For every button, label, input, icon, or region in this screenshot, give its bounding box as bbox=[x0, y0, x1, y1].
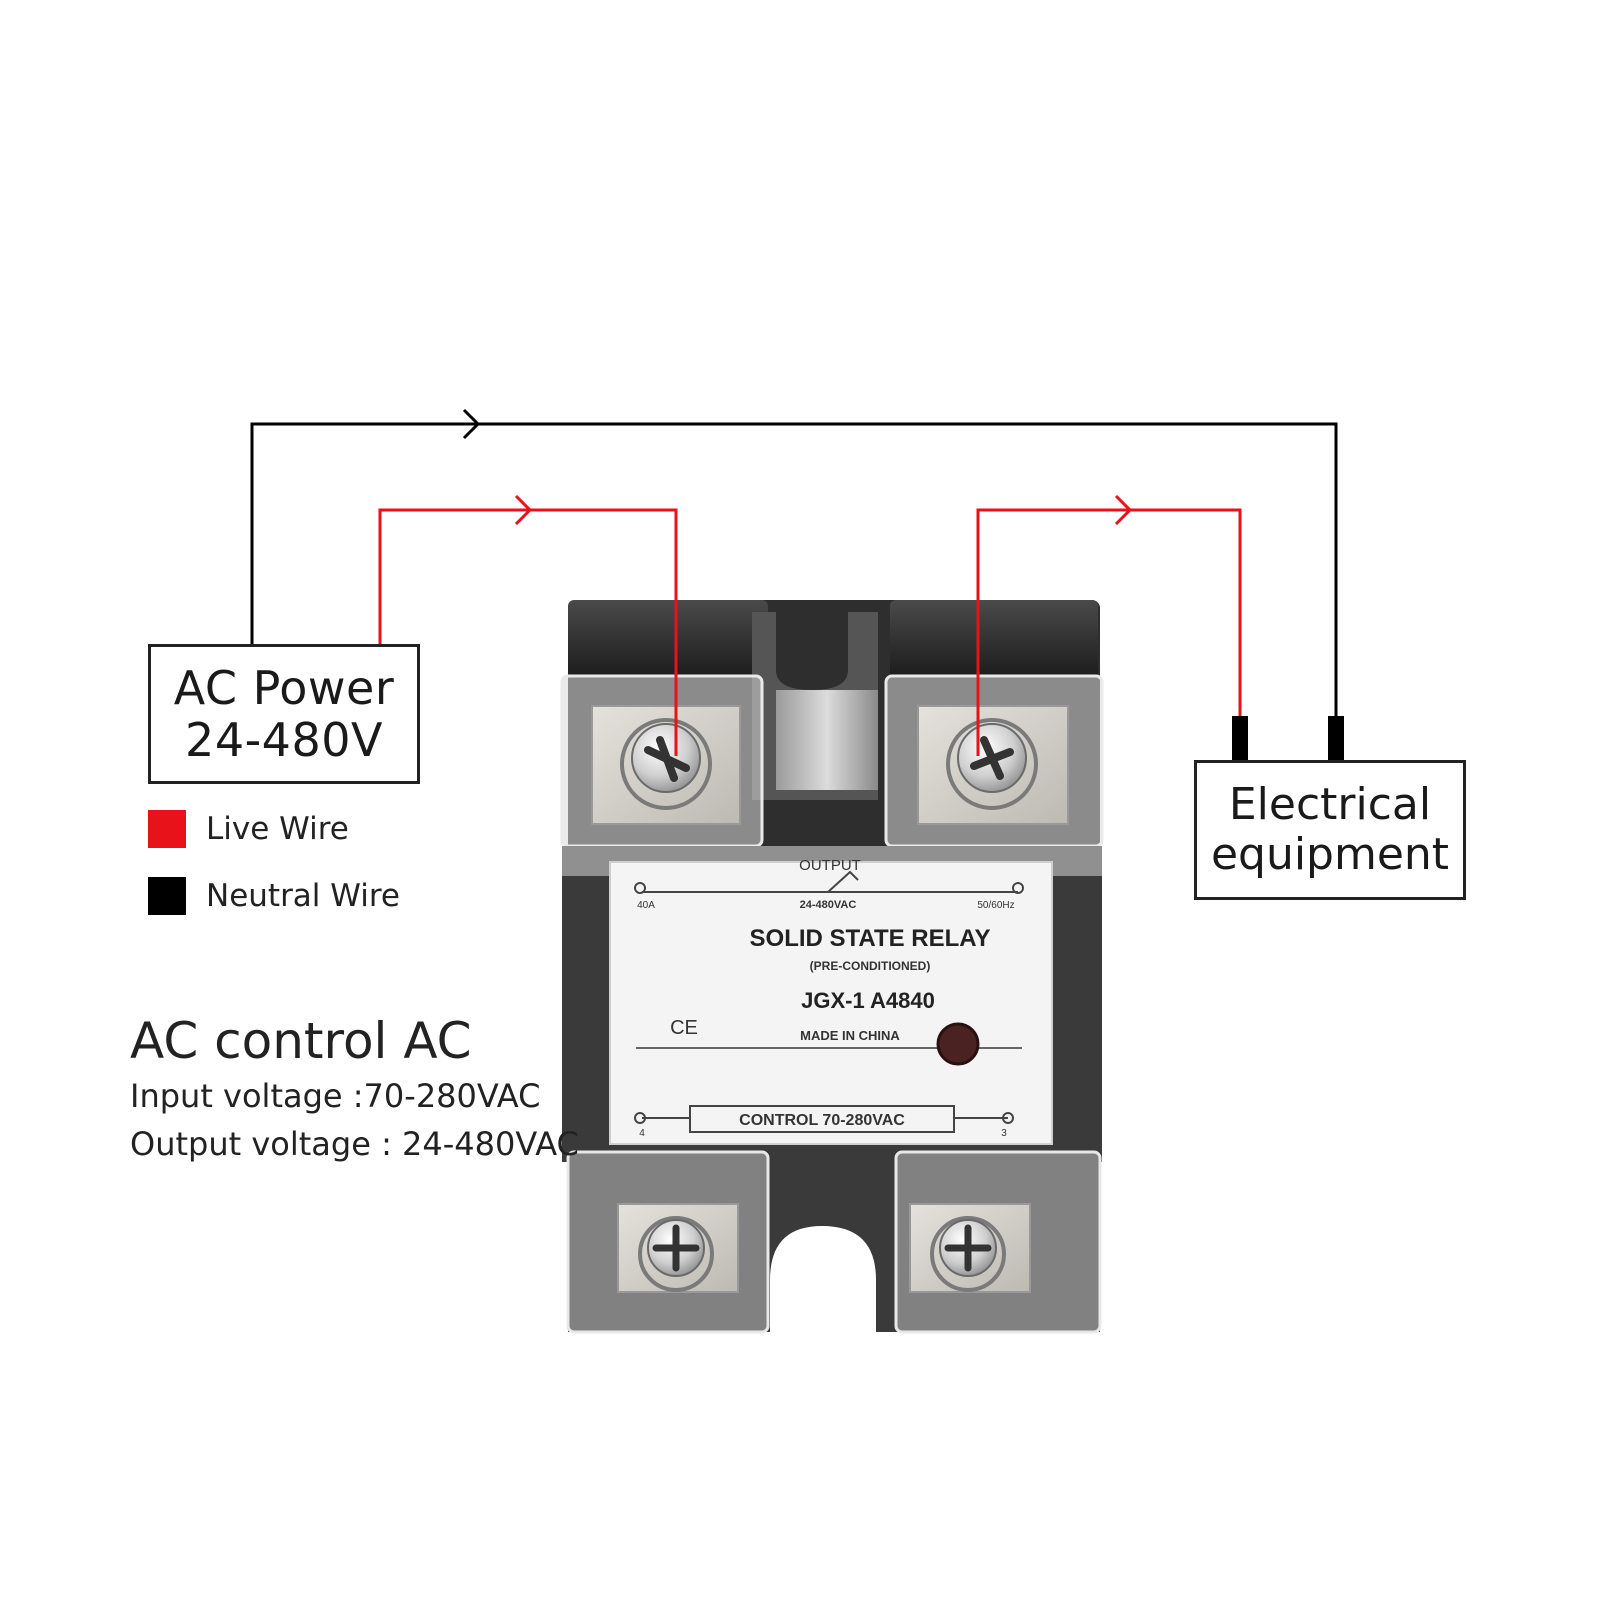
relay-output-voltage: 24-480VAC bbox=[800, 899, 857, 911]
relay-current-rating: 40A bbox=[637, 900, 655, 911]
terminal-number-4: 4 bbox=[639, 1128, 645, 1139]
live-wire-swatch bbox=[148, 810, 186, 848]
ac-power-voltage: 24-480V bbox=[185, 713, 383, 767]
relay-frequency: 50/60Hz bbox=[977, 900, 1014, 911]
equipment-plug-live bbox=[1232, 716, 1248, 762]
relay-origin: MADE IN CHINA bbox=[800, 1028, 900, 1043]
control-label-box bbox=[689, 1105, 955, 1133]
electrical-equipment-box: Electrical equipment bbox=[1194, 760, 1466, 900]
live-direction-arrow-2 bbox=[1114, 494, 1133, 526]
solid-state-relay bbox=[560, 600, 1104, 1340]
live-wire bbox=[378, 494, 1242, 756]
live-direction-arrow-1 bbox=[514, 494, 533, 526]
input-voltage-text: Input voltage :70-280VAC bbox=[130, 1077, 541, 1115]
control-mode-heading: AC control AC bbox=[130, 1012, 472, 1070]
top-right-cap bbox=[890, 600, 1098, 678]
neutral-wire-swatch bbox=[148, 877, 186, 915]
relay-title: SOLID STATE RELAY bbox=[750, 925, 991, 952]
ce-mark: CE bbox=[670, 1017, 698, 1039]
neutral-direction-arrow bbox=[462, 408, 481, 440]
output-voltage-text: Output voltage : 24-480VAC bbox=[130, 1125, 579, 1163]
screw-terminal-3 bbox=[930, 1216, 1006, 1292]
relay-label-plate bbox=[609, 861, 1053, 1145]
equipment-label-line2: equipment bbox=[1210, 829, 1450, 880]
top-slot-channel bbox=[776, 690, 878, 790]
screw-terminal-2 bbox=[946, 718, 1038, 810]
legend-neutral-wire: Neutral Wire bbox=[148, 877, 400, 915]
screw-terminal-1 bbox=[620, 718, 712, 810]
equipment-label-line1: Electrical bbox=[1228, 779, 1432, 830]
control-description: AC control AC Input voltage :70-280VAC O… bbox=[130, 1010, 579, 1168]
equipment-plug-neutral bbox=[1328, 716, 1344, 762]
ac-power-source-box: AC Power 24-480V bbox=[148, 644, 420, 784]
relay-model: JGX-1 A4840 bbox=[801, 988, 935, 1013]
legend-neutral-label: Neutral Wire bbox=[206, 878, 400, 914]
ac-power-label: AC Power bbox=[173, 661, 395, 715]
live-wire-output-run bbox=[976, 508, 1242, 756]
relay-output-label: OUTPUT bbox=[799, 857, 861, 874]
screw-terminal-4 bbox=[638, 1216, 714, 1292]
terminal-number-3: 3 bbox=[1001, 1128, 1007, 1139]
status-led bbox=[936, 1022, 980, 1066]
neutral-wire bbox=[250, 408, 1338, 718]
relay-control-label: CONTROL 70-280VAC bbox=[739, 1112, 905, 1129]
legend-live-wire: Live Wire bbox=[148, 810, 349, 848]
legend-live-label: Live Wire bbox=[206, 811, 349, 847]
top-left-cap bbox=[568, 600, 768, 678]
relay-subtitle: (PRE-CONDITIONED) bbox=[810, 959, 931, 973]
bottom-mounting-slot bbox=[770, 1226, 876, 1340]
